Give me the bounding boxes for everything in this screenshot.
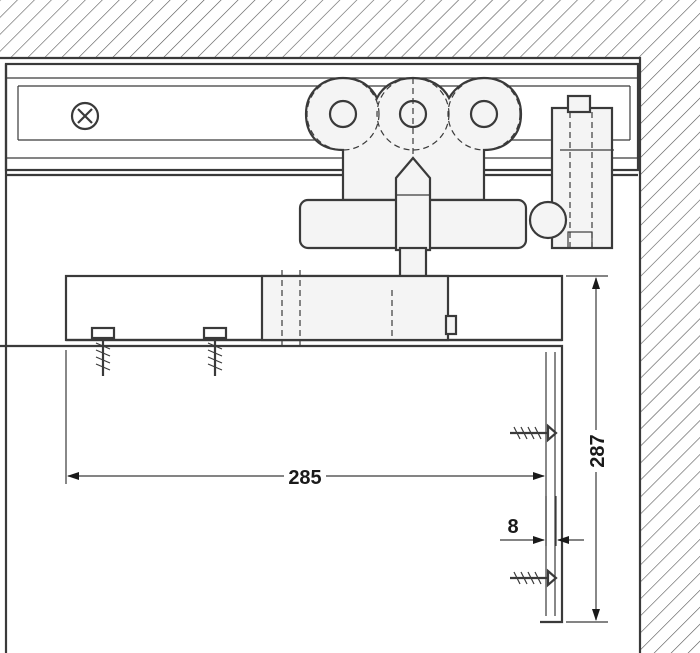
dimension-8-label: 8 [507, 516, 518, 538]
roller-carriage [298, 76, 528, 340]
dimension-285-label: 285 [288, 467, 321, 489]
dimension-width: 285 [65, 350, 545, 489]
dimension-height: 287 [566, 275, 609, 623]
dimension-287-label: 287 [587, 434, 609, 467]
wood-screw-icon [510, 423, 558, 443]
rail-screw-icon [70, 101, 100, 131]
dimension-offset: 8 [500, 496, 584, 546]
wood-screw-icon [510, 568, 558, 588]
wood-screw-icon [90, 326, 116, 376]
end-stop-damper [528, 94, 614, 250]
door-leaf [0, 344, 564, 624]
door-top-profile [64, 270, 564, 345]
wood-screw-icon [202, 326, 228, 376]
